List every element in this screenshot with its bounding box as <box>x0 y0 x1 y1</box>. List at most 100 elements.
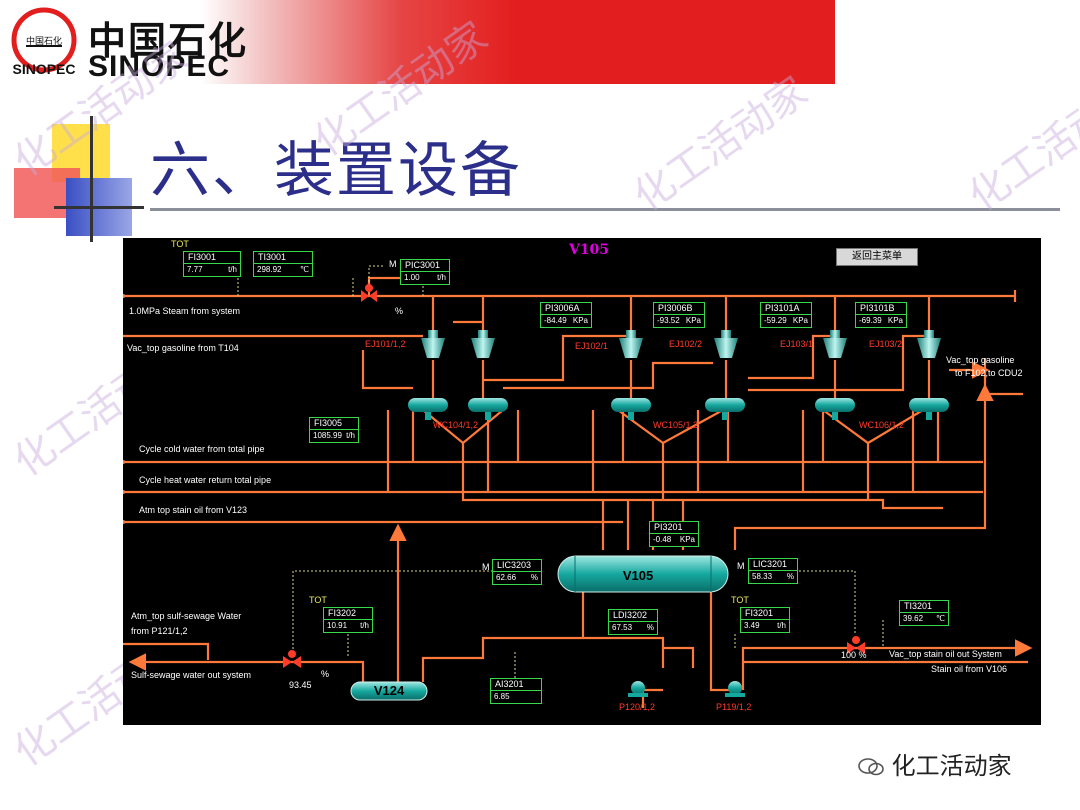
instrument-ti3201[interactable]: TI3201 39.62 ℃ <box>899 600 949 626</box>
logo-english: SINOPEC <box>88 50 231 83</box>
instrument-value: 298.92 <box>257 265 282 274</box>
stream-label-vac-top-out-2: to F102,to CDU2 <box>955 368 1023 378</box>
instrument-tag: PI3006B <box>654 303 704 315</box>
stream-label-vac-stain-out: Vac_top stain oil out System <box>889 649 1002 659</box>
instrument-tag: PI3101A <box>761 303 811 315</box>
instrument-tag: FI3005 <box>310 418 358 430</box>
equipment-label-wc104: WC104/1,2 <box>433 420 479 430</box>
stream-label-sewage-out: Sulf-sewage water out system <box>131 670 252 680</box>
logo-chinese: 中国石化 <box>88 18 249 63</box>
instrument-value: 3.49 <box>744 621 760 630</box>
instrument-unit: t/h <box>360 621 369 630</box>
return-main-menu-button[interactable]: 返回主菜单 <box>836 248 918 266</box>
instrument-value: 7.77 <box>187 265 203 274</box>
steam-control-valve-icon[interactable] <box>361 284 377 302</box>
slide-title: 六、装置设备 <box>150 136 522 206</box>
pic3001-mode: M <box>389 259 397 269</box>
sinopec-emblem-icon: 中国石化 SINOPEC <box>11 7 77 77</box>
instrument-lic3201[interactable]: LIC3201 58.33% <box>748 558 798 584</box>
deco-vertical-line <box>90 116 93 242</box>
sewage-valve-opening: 93.45 <box>289 680 312 690</box>
v105-label: V105 <box>623 568 653 583</box>
instrument-value: -93.52 <box>657 316 680 325</box>
instrument-fi3202[interactable]: FI3202 10.91 t/h <box>323 607 373 633</box>
sewage-control-valve-icon[interactable] <box>283 650 301 668</box>
tot-label: TOT <box>171 239 189 249</box>
wechat-icon <box>858 755 884 776</box>
equipment-label-ej102-1: EJ102/1 <box>575 341 609 351</box>
tot-label: TOT <box>731 595 749 605</box>
equipment-label-p120: P120/1,2 <box>619 702 656 712</box>
instrument-ldi3202[interactable]: LDI3202 67.53% <box>608 609 658 635</box>
instrument-unit: % <box>530 573 538 582</box>
instrument-lic3203[interactable]: LIC3203 62.66% <box>492 559 542 585</box>
header-red-band <box>0 0 835 84</box>
stream-label-atm-stain: Atm top stain oil from V123 <box>139 505 248 515</box>
equipment-label-p119: P119/1,2 <box>716 702 752 712</box>
instrument-value: 6.85 <box>494 692 510 701</box>
instrument-tag: PI3101B <box>856 303 906 315</box>
instrument-value: -69.39 <box>859 316 882 325</box>
stain-oil-control-valve-icon[interactable] <box>847 636 865 654</box>
instrument-unit: % <box>786 572 794 581</box>
instrument-value: 58.33 <box>752 572 773 581</box>
instrument-tag: TI3201 <box>900 601 948 613</box>
equipment-label-wc106: WC106/1,2 <box>859 420 905 430</box>
stream-label-cold-water: Cycle cold water from total pipe <box>139 444 265 454</box>
title-rule <box>150 208 1060 211</box>
v124-vessel: V124 <box>350 681 428 701</box>
instrument-unit: ℃ <box>936 614 945 623</box>
pump-p120-icon[interactable] <box>628 681 648 697</box>
instrument-tag: PIC3001 <box>401 260 449 272</box>
stream-label-atm-sewage-2: from P121/1,2 <box>131 626 188 636</box>
equipment-label-ej101: EJ101/1,2 <box>365 339 406 349</box>
instrument-unit: KPa <box>572 316 588 325</box>
stream-label-vac-top-in: Vac_top gasoline from T104 <box>127 343 239 353</box>
ejector-group <box>421 330 941 358</box>
pump-p119-icon[interactable] <box>725 681 745 697</box>
instrument-unit: % <box>646 623 654 632</box>
instrument-value: 10.91 <box>327 621 348 630</box>
condenser-group <box>408 398 949 420</box>
v124-label: V124 <box>374 683 405 698</box>
emblem-text: 中国石化 <box>26 35 62 47</box>
instrument-unit: KPa <box>685 316 701 325</box>
hmi-title: V105 <box>568 242 609 258</box>
process-flow-diagram: V105 V124 V105 <box>123 242 1033 708</box>
v105-vessel: V105 <box>557 555 729 593</box>
instrument-tag: PI3201 <box>650 522 698 534</box>
instrument-value: -0.48 <box>653 535 672 544</box>
instrument-value: 67.53 <box>612 623 633 632</box>
equipment-label-wc105: WC105/1,2 <box>653 420 699 430</box>
instrument-ti3001[interactable]: TI3001 298.92℃ <box>253 251 313 277</box>
deco-horizontal-line <box>54 206 144 209</box>
stream-label-steam: 1.0MPa Steam from system <box>129 306 241 316</box>
stream-label-vac-top-out-1: Vac_top gasoline <box>946 355 1015 365</box>
lic3201-mode: M <box>737 561 745 571</box>
instrument-tag: AI3201 <box>491 679 541 691</box>
instrument-tag: FI3202 <box>324 608 372 620</box>
instrument-value: -84.49 <box>544 316 567 325</box>
instrument-value: 62.66 <box>496 573 517 582</box>
tot-label: TOT <box>309 595 327 605</box>
instrument-tag: FI3201 <box>741 608 789 620</box>
instrument-tag: TI3001 <box>254 252 312 264</box>
instrument-ai3201[interactable]: AI3201 6.85 <box>490 678 542 704</box>
instrument-unit: t/h <box>346 431 355 440</box>
hmi-panel: V105 V124 V105 返回主菜单 TOT TOT TOT FI3001 … <box>123 238 1041 725</box>
instrument-value: -59.29 <box>764 316 787 325</box>
instrument-value: 1.00 <box>404 273 420 282</box>
stream-label-steam-pct: % <box>395 306 404 316</box>
instrument-pi3006b[interactable]: PI3006B -93.52 KPa <box>653 302 705 328</box>
instrument-value: 39.62 <box>903 614 924 623</box>
instrument-tag: FI3001 <box>184 252 240 264</box>
instrument-tag: LDI3202 <box>609 610 657 622</box>
